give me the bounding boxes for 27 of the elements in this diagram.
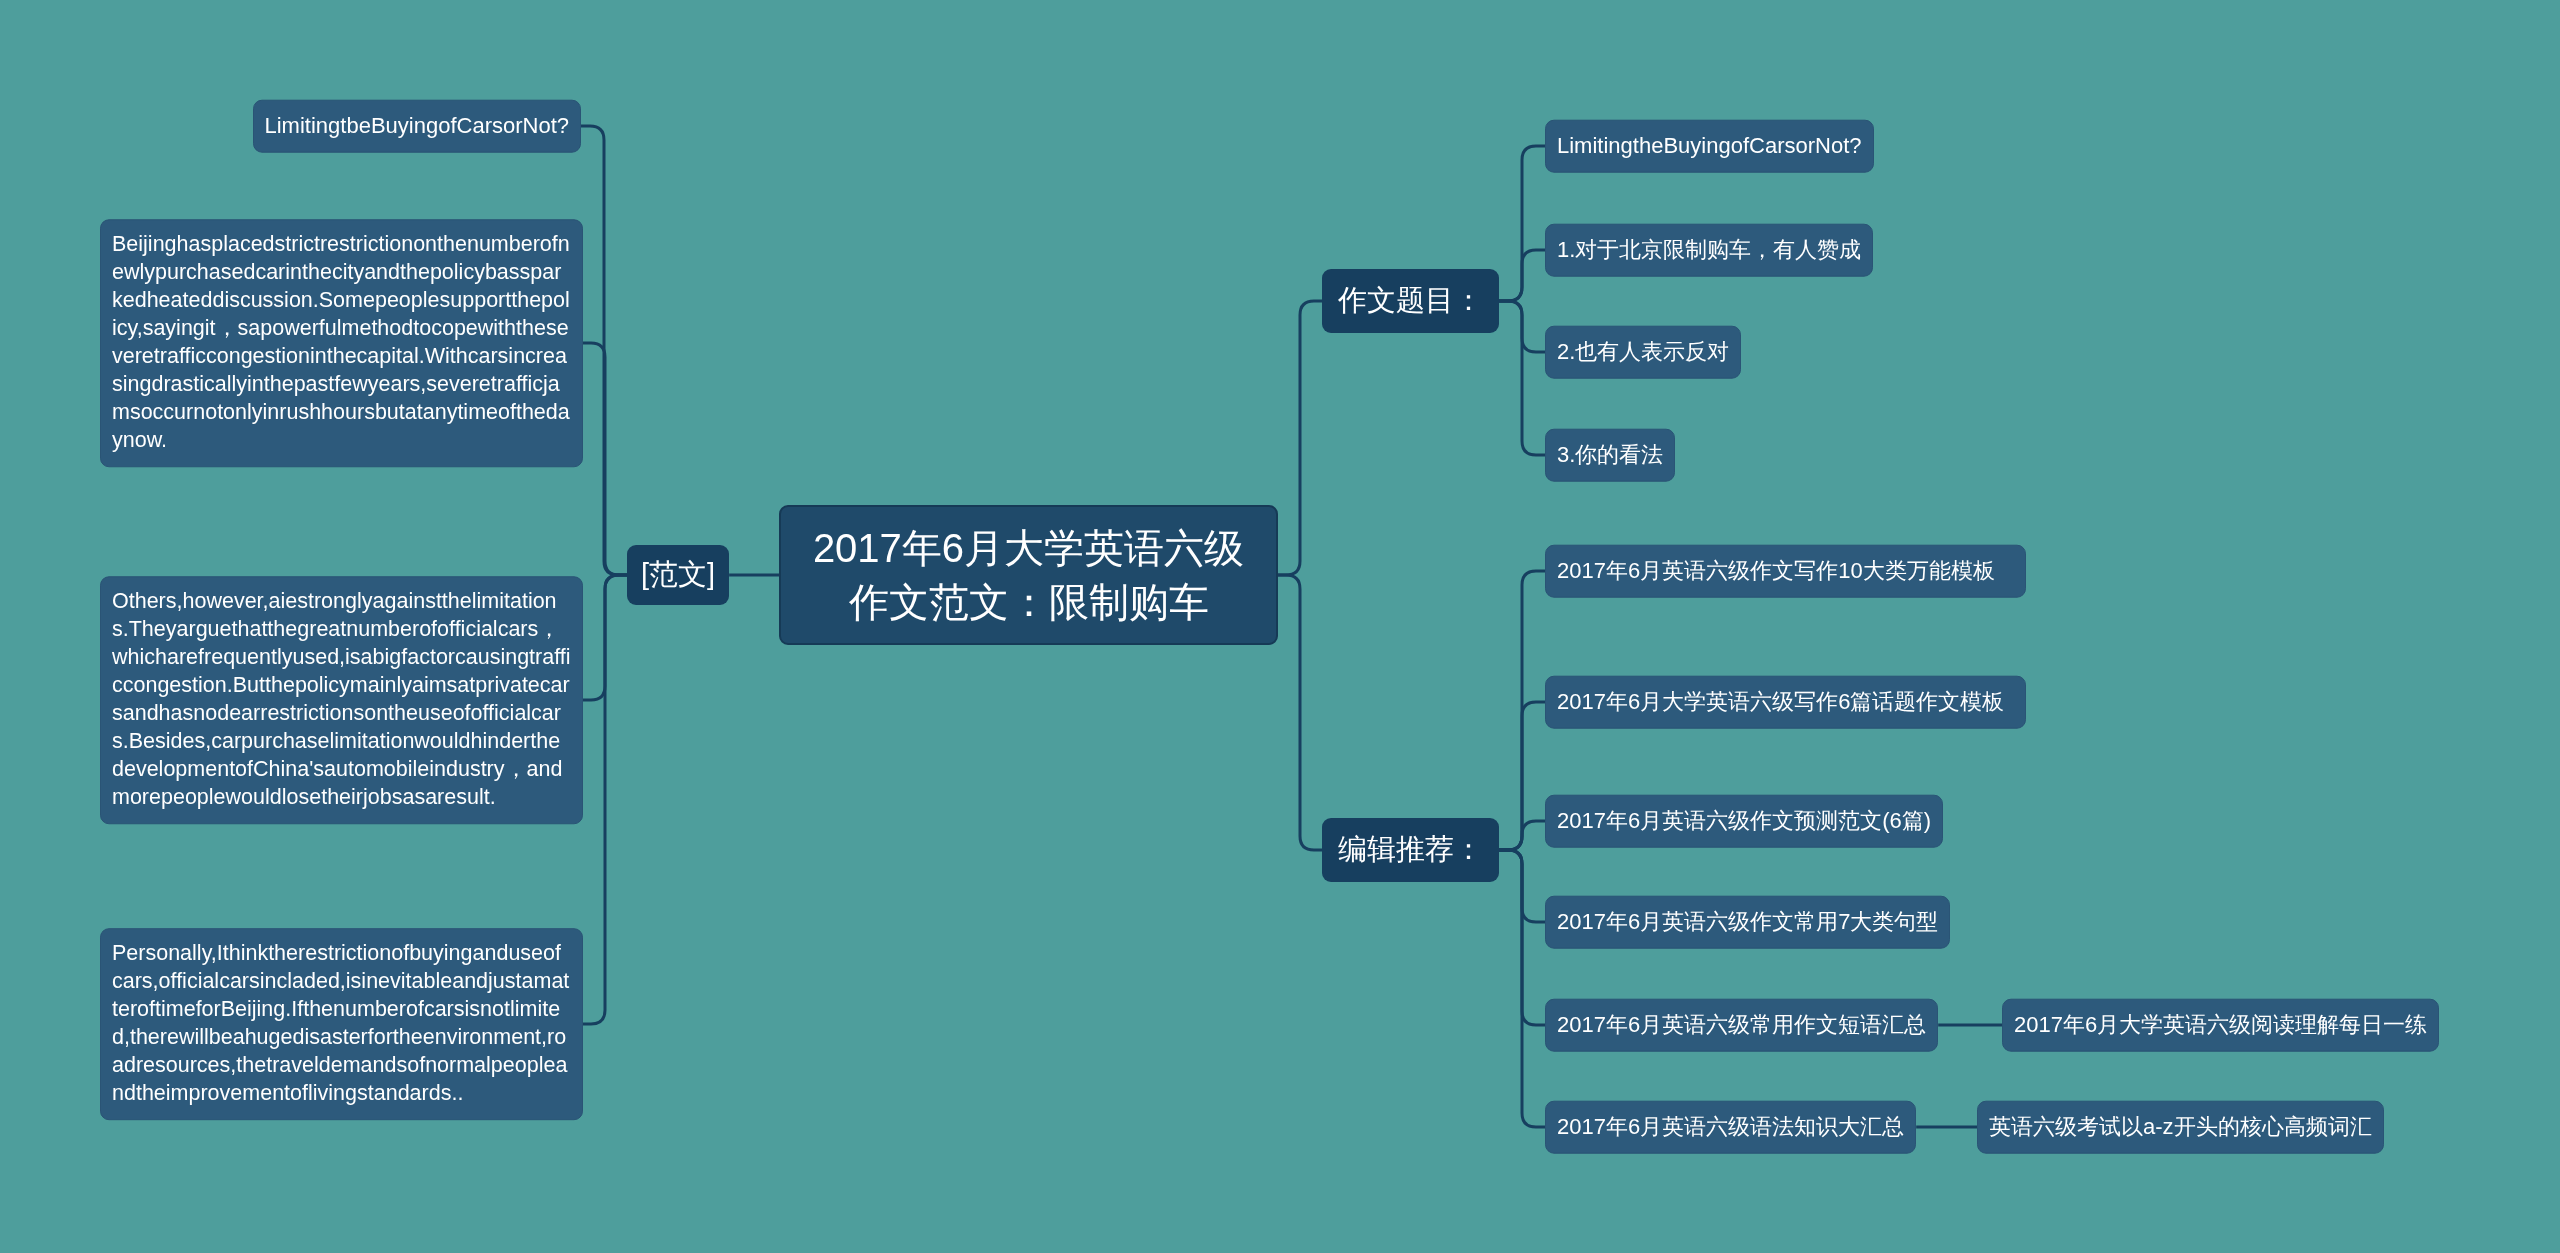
connector: [1499, 299, 1545, 457]
branch-topic: [范文]: [627, 545, 730, 605]
subtopic-box: 1.对于北京限制购车，有人赞成: [1545, 223, 1874, 277]
connector: [1916, 1125, 1977, 1129]
subtopic-box: 2017年6月英语六级作文预测范文(6篇): [1545, 794, 1944, 848]
subtopic-box: Others,however,aiestronglyagainstthelimitations.Theyarguethatthegreatnumberofofficialcars，whicharefrequentlyused,isabigfactorcausingtrafficcongestion.Butthepolicymainlyaimsatprivatecarsandhasnodearrestrictionsontheuseofofficialcars.Besides,carpurchaselimitationwouldhinderthedevelopmentofChina'sautomobileindustry，andmorepeoplewouldlosetheirjobsasaresult.: [100, 576, 583, 824]
subtopic-box: 2017年6月英语六级常用作文短语汇总: [1545, 998, 1939, 1052]
connector: [1938, 1023, 2002, 1027]
subtopic-box: 2017年6月英语六级作文写作10大类万能模板: [1545, 544, 2026, 598]
subtopic-box: 2017年6月大学英语六级写作6篇话题作文模板: [1545, 675, 2026, 729]
central-topic: 2017年6月大学英语六级作文范文：限制购车: [779, 505, 1278, 645]
connector: [729, 573, 779, 577]
connector: [1278, 573, 1322, 852]
branch-topic: 作文题目：: [1322, 269, 1499, 333]
branch-topic: 编辑推荐：: [1322, 818, 1499, 882]
subtopic-box: Personally,Ithinktherestrictionofbuyinganduseofcars,officialcarsincladed,isinevitableandjustamatteroftimeforBeijing.Ifthenumberofcarsisnotlimited,therewillbeahugedisasterfortheenvironment,roadresources,thetraveldemandsofnormalpeopleandtheimprovementoflivingstandards..: [100, 928, 583, 1120]
subtopic-box: Beijinghasplacedstrictrestrictiononthenumberofnewlypurchasedcarinthecityandthepolicybassparkedheateddiscussion.Somepeoplesupportthepolicy,sayingit，sapowerfulmethodtocopewiththeseveretrafficcongestioninthecapital.Withcarsincreasingdrasticallyinthepastfewyears,severetrafficjamsoccurnotonlyinrushhoursbutatanytimeofthedaynow.: [100, 219, 583, 467]
subtopic-box: 2017年6月英语六级作文常用7大类句型: [1545, 895, 1951, 949]
subtopic-box: LimitingtbeBuyingofCarsorNot?: [252, 99, 581, 153]
connector: [583, 573, 627, 1026]
connector: [1499, 848, 1545, 1129]
subtopic-box: 英语六级考试以a-z开头的核心高频词汇: [1977, 1100, 2384, 1154]
subtopic-box: 2017年6月英语六级语法知识大汇总: [1545, 1100, 1917, 1154]
subtopic-box: LimitingtheBuyingofCarsorNot?: [1545, 119, 1874, 173]
subtopic-box: 3.你的看法: [1545, 428, 1676, 482]
subtopic-box: 2.也有人表示反对: [1545, 325, 1742, 379]
subtopic-box: 2017年6月大学英语六级阅读理解每日一练: [2002, 998, 2440, 1052]
